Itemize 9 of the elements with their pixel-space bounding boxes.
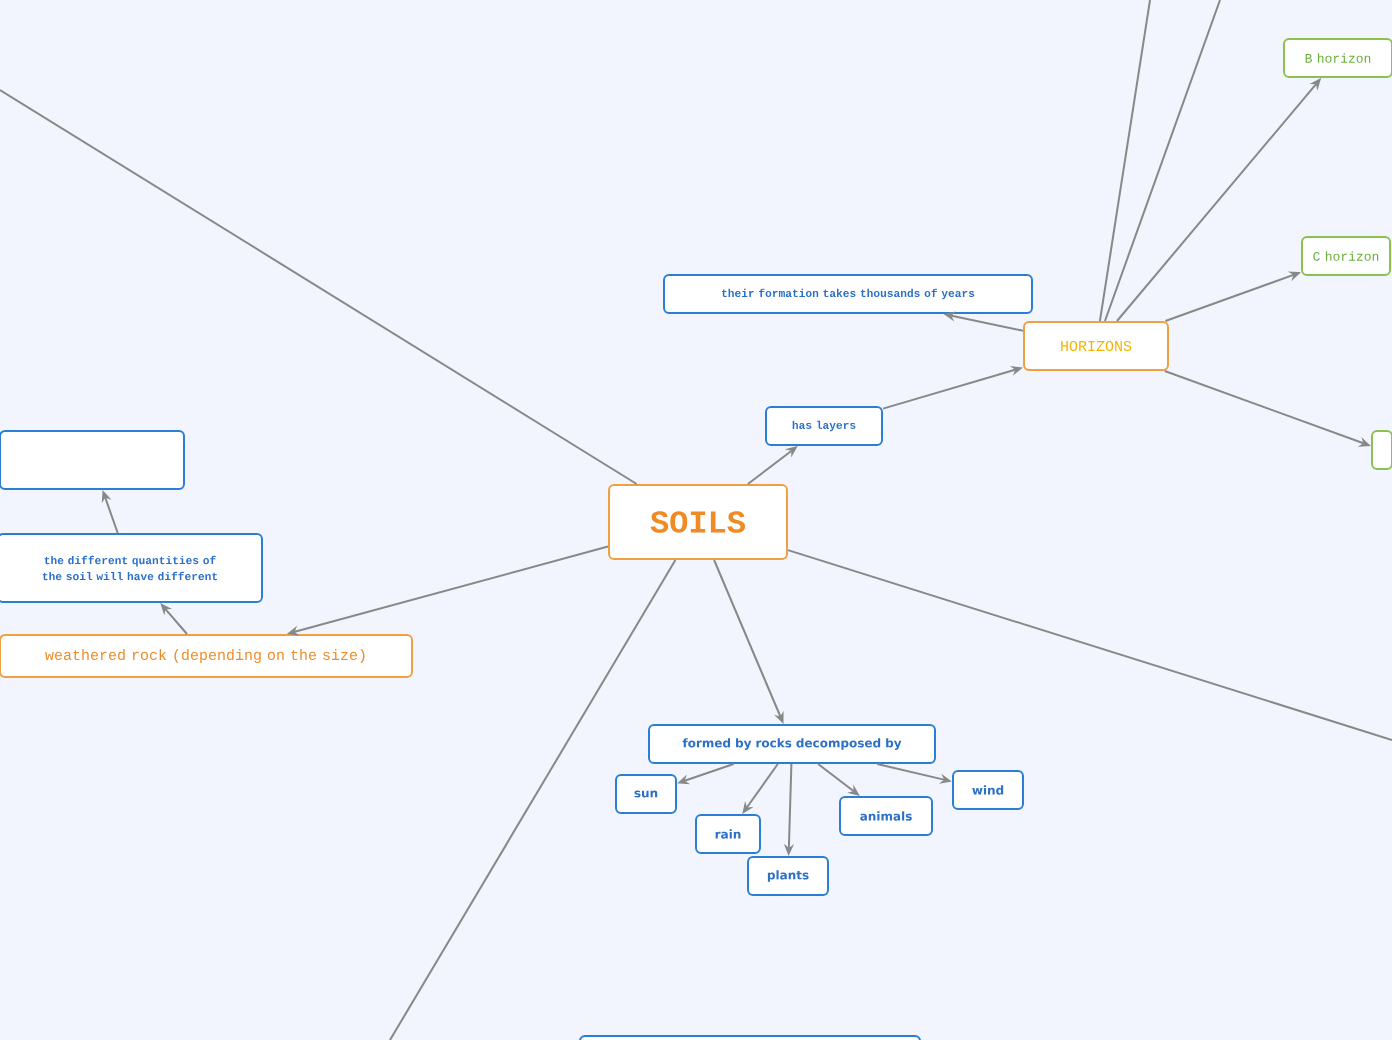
connector-line bbox=[389, 559, 677, 1040]
connector-line bbox=[787, 549, 1392, 741]
connector-line bbox=[1103, 0, 1221, 322]
connector-line bbox=[1098, 0, 1151, 322]
empty-box bbox=[579, 1035, 921, 1040]
empty-box bbox=[1371, 430, 1392, 470]
empty-box bbox=[0, 430, 185, 490]
connector-line bbox=[0, 89, 638, 485]
root-box: SOILS bbox=[608, 484, 788, 560]
